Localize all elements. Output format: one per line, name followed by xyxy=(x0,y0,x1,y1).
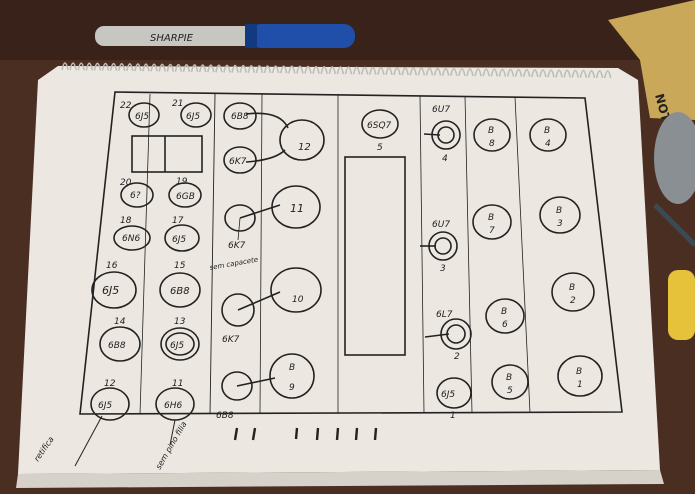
label-12: 12 xyxy=(104,379,116,389)
b5-bottom: 5 xyxy=(507,386,513,396)
b3-top: B xyxy=(556,206,562,216)
big-10: 10 xyxy=(292,295,304,305)
label-19: 19 xyxy=(176,177,188,187)
b6-bottom: 6 xyxy=(502,320,508,330)
b1-bottom: 1 xyxy=(577,380,583,390)
big-b9-top: B xyxy=(289,363,295,373)
tube-14: 6B8 xyxy=(108,341,126,351)
tube-6sq7: 6SQ7 xyxy=(367,121,392,131)
tube-20: 6? xyxy=(130,191,141,201)
tube-19: 6GB xyxy=(176,192,195,202)
tube-12: 6J5 xyxy=(98,401,112,411)
b8-bottom: 8 xyxy=(489,139,495,149)
label-16: 16 xyxy=(106,261,118,271)
big-11: 11 xyxy=(290,202,304,215)
tube-6b8-bottom: 6B8 xyxy=(216,411,234,421)
b3-bottom: 3 xyxy=(557,219,563,229)
tube-6k7-b: 6K7 xyxy=(228,241,246,251)
tube-6u7-a: 6U7 xyxy=(432,105,450,115)
tube-6k7-a: 6K7 xyxy=(229,157,247,167)
big-12: 12 xyxy=(298,142,311,153)
num-2: 2 xyxy=(454,352,460,362)
tube-18: 6N6 xyxy=(122,234,140,244)
b2-bottom: 2 xyxy=(570,296,576,306)
tube-6j5-1: 6J5 xyxy=(441,390,455,400)
tube-6u7-b: 6U7 xyxy=(432,220,450,230)
b4-top: B xyxy=(544,126,550,136)
label-15: 15 xyxy=(174,261,186,271)
label-11: 11 xyxy=(172,379,183,389)
label-20: 20 xyxy=(120,178,132,188)
label-13: 13 xyxy=(174,317,186,327)
tube-11: 6H6 xyxy=(164,401,182,411)
b4-bottom: 4 xyxy=(545,139,551,149)
label-22: 22 xyxy=(120,101,132,111)
big-b9-bottom: 9 xyxy=(289,383,295,393)
b7-top: B xyxy=(488,213,494,223)
tube-22: 6J5 xyxy=(135,112,149,122)
label-18: 18 xyxy=(120,216,132,226)
num-3: 3 xyxy=(440,264,446,274)
marker-pen: SHARPIE xyxy=(95,24,355,48)
b8-top: B xyxy=(488,126,494,136)
tube-21: 6J5 xyxy=(186,112,200,122)
num-1: 1 xyxy=(450,411,456,421)
num-5: 5 xyxy=(377,143,383,153)
tube-6b8-top: 6B8 xyxy=(231,112,249,122)
tube-16: 6J5 xyxy=(102,284,119,297)
label-21: 21 xyxy=(172,99,183,109)
label-14: 14 xyxy=(114,317,126,327)
b7-bottom: 7 xyxy=(489,226,495,236)
marker-brand-text: SHARPIE xyxy=(150,33,194,44)
label-17: 17 xyxy=(172,216,184,226)
tube-15: 6B8 xyxy=(170,286,190,297)
b1-top: B xyxy=(576,367,582,377)
tube-17: 6J5 xyxy=(172,235,186,245)
num-4: 4 xyxy=(442,154,448,164)
tube-6k7-c: 6K7 xyxy=(222,335,240,345)
b6-top: B xyxy=(501,307,507,317)
sketchbook xyxy=(16,66,664,488)
tube-6l7: 6L7 xyxy=(436,310,453,320)
b5-top: B xyxy=(506,373,512,383)
b2-top: B xyxy=(569,283,575,293)
tube-13: 6J5 xyxy=(170,341,184,351)
